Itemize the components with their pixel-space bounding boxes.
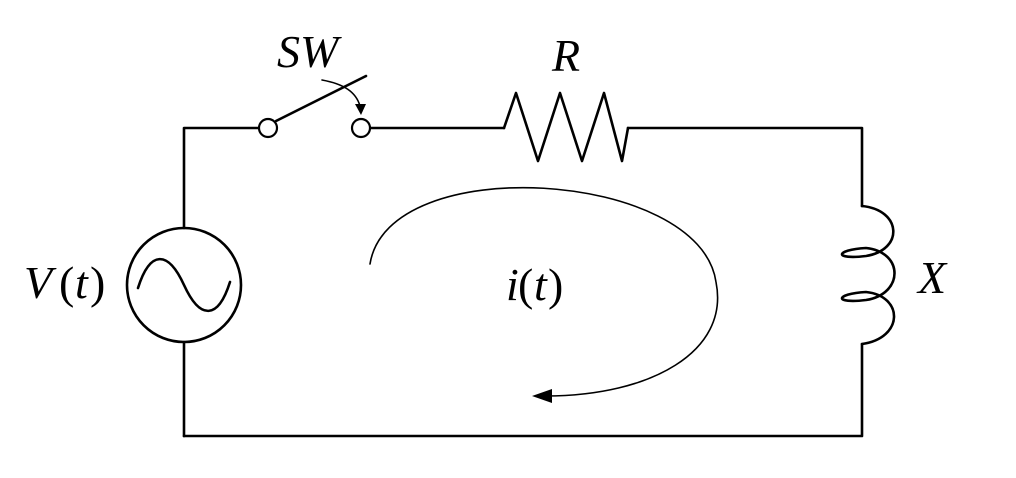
current-argument: t xyxy=(534,259,548,310)
wire-bottom xyxy=(182,342,864,438)
switch-label: SW xyxy=(277,26,342,77)
switch-terminal-right xyxy=(350,117,372,139)
switch-terminal-left xyxy=(257,117,279,139)
switch-arrowhead xyxy=(355,104,366,115)
inductor-label: X xyxy=(916,252,948,303)
switch-closing-arrow xyxy=(321,79,361,107)
current-loop-arrow xyxy=(369,186,719,403)
sine-wave-icon xyxy=(136,257,232,313)
open-switch-icon xyxy=(257,74,372,139)
source-argument: t xyxy=(75,257,89,308)
wire-left-top xyxy=(182,126,260,230)
current-arrowhead xyxy=(532,389,552,403)
resistor-label: R xyxy=(551,30,580,81)
current-open-paren: ( xyxy=(518,259,533,310)
current-close-paren: ) xyxy=(548,259,563,310)
current-label: i ( t ) xyxy=(506,259,563,310)
source-label: V ( t ) xyxy=(24,257,105,308)
current-arc xyxy=(369,186,719,397)
source-close-paren: ) xyxy=(90,257,105,308)
ac-source-icon xyxy=(125,226,243,344)
switch-blade xyxy=(274,74,368,123)
wire-resistor-to-inductor xyxy=(626,126,864,208)
source-symbol: V xyxy=(24,257,57,308)
current-symbol: i xyxy=(506,259,519,310)
source-open-paren: ( xyxy=(59,257,74,308)
zigzag-resistor-icon xyxy=(502,91,630,163)
circuit-wires xyxy=(182,126,864,438)
coil-inductor-icon xyxy=(840,204,896,346)
